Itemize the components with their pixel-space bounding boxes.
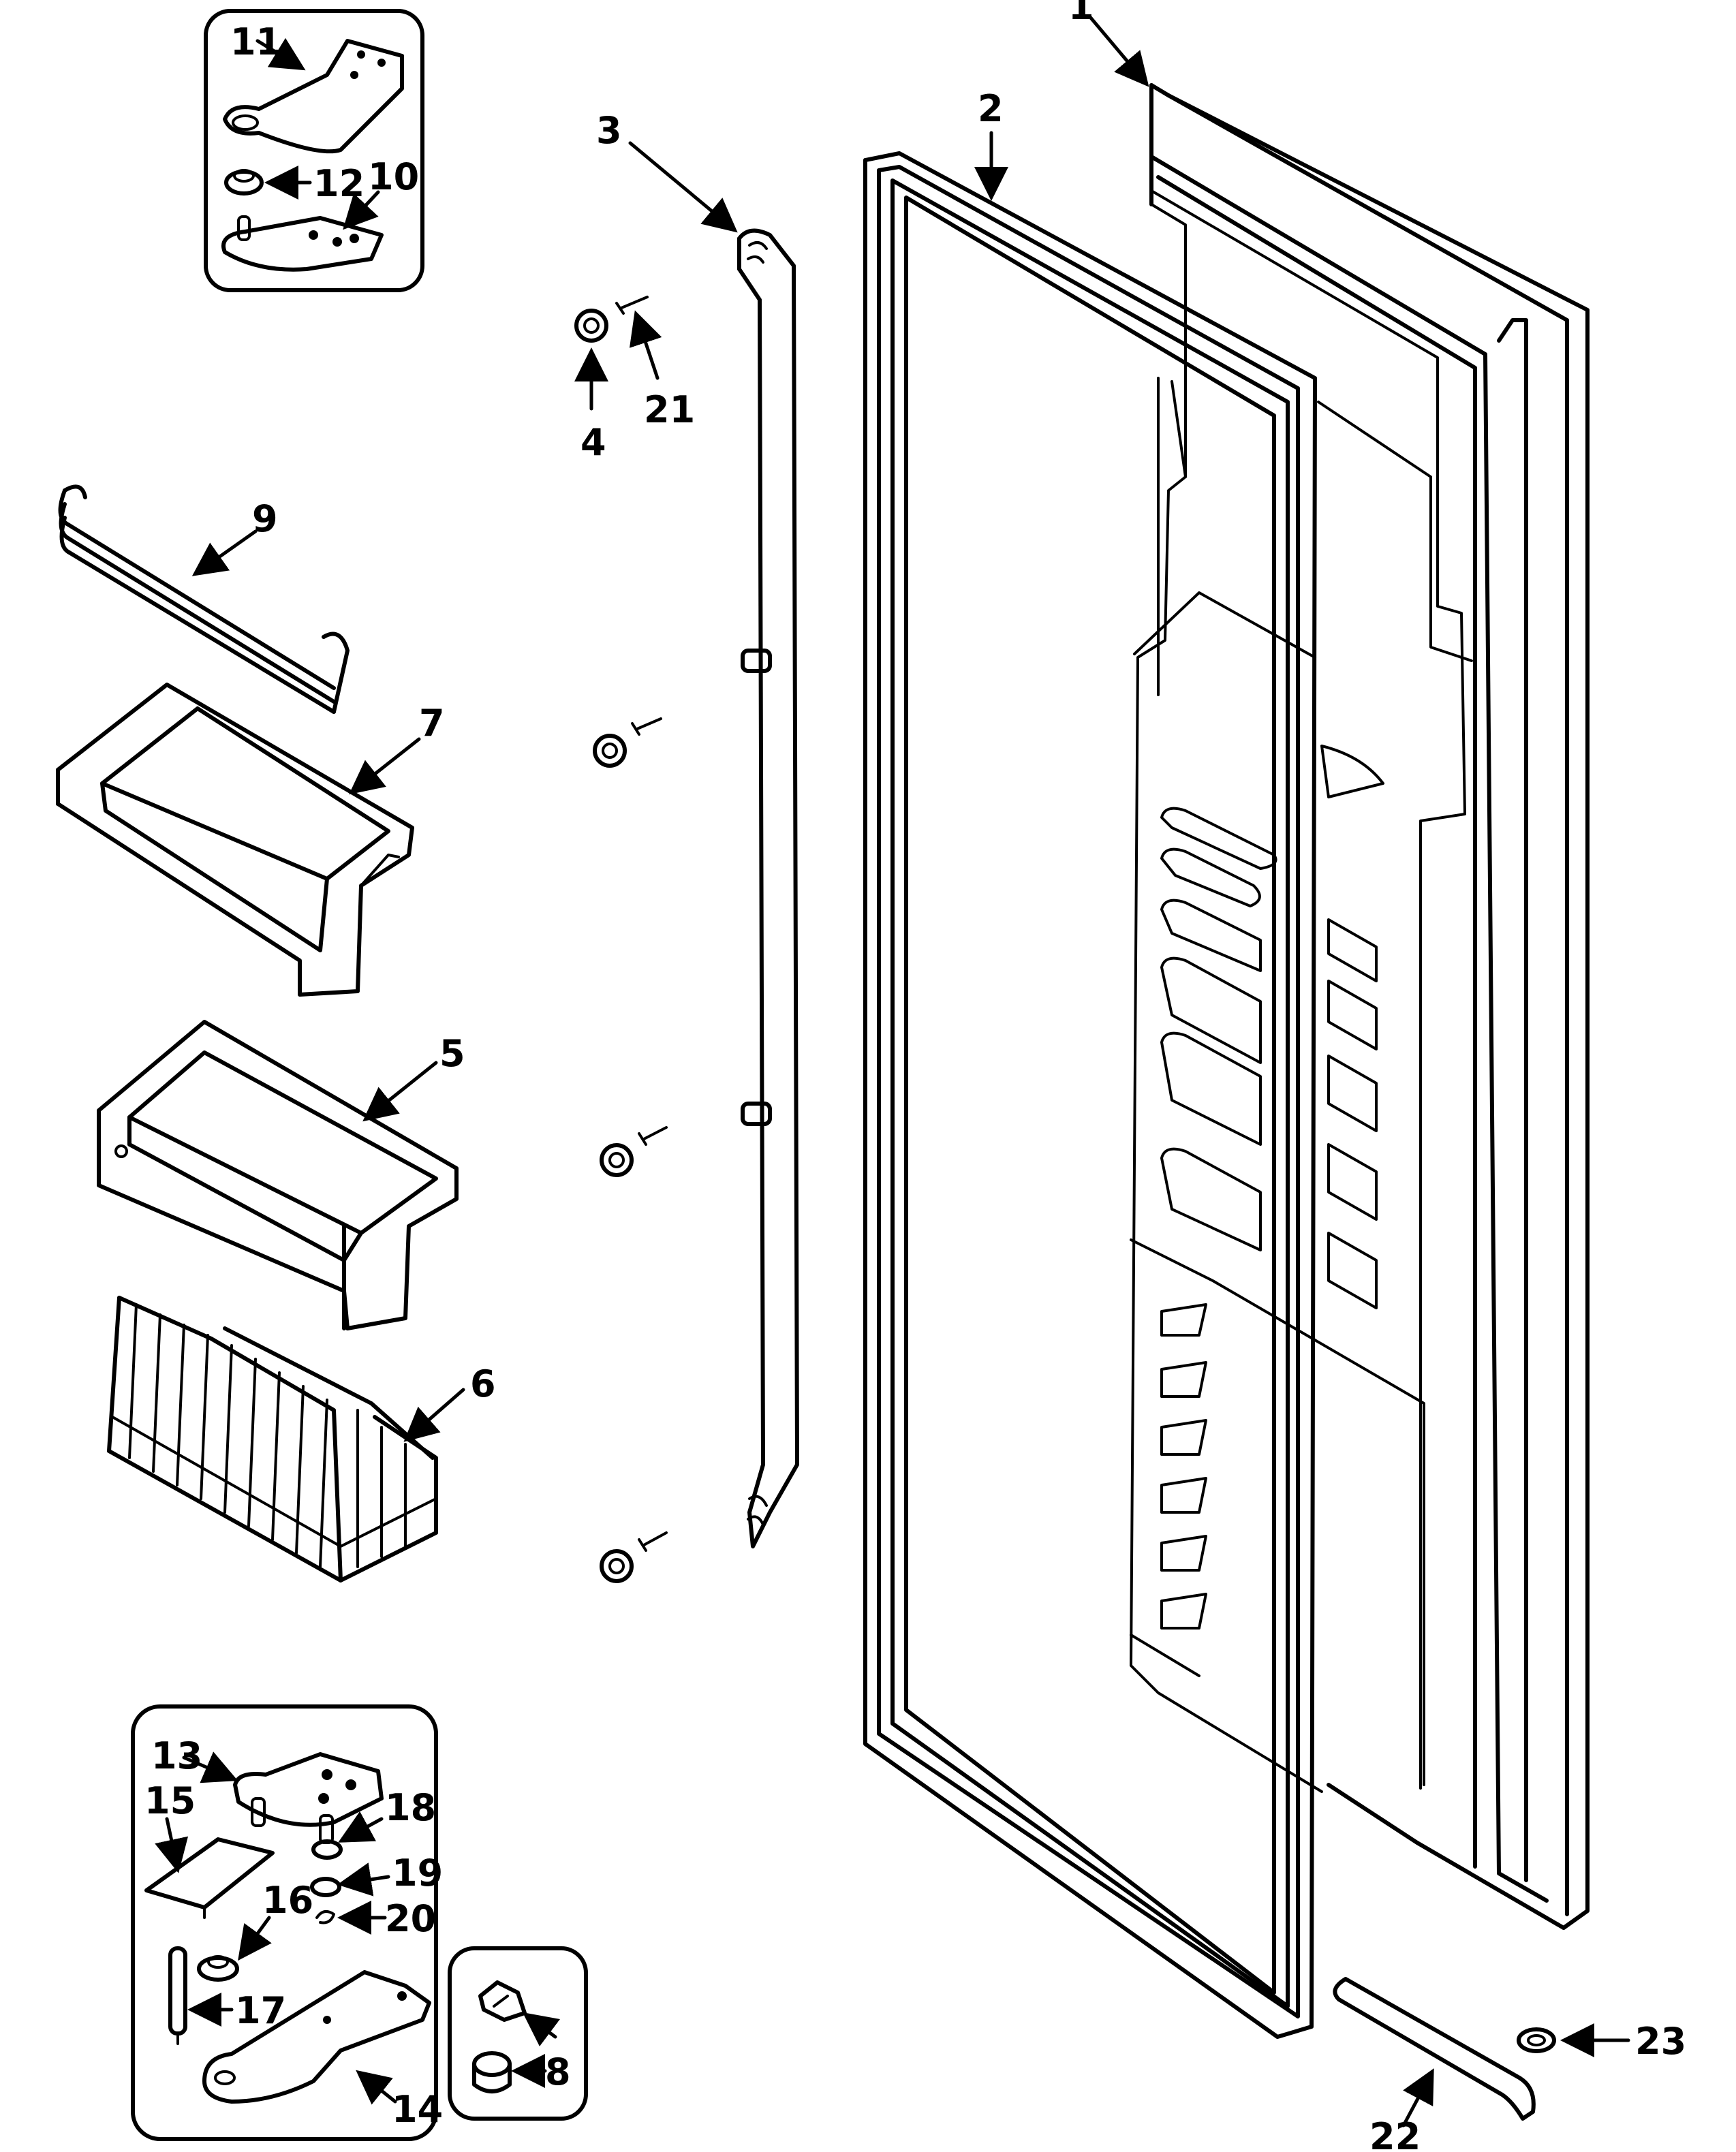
inset-bottom-hinge: 13 15 18 19 20 16 17 (131, 1704, 443, 2141)
fastener-set-4 (600, 1531, 668, 1583)
door-bin-large-part: 7 (56, 683, 445, 997)
label-part-7: 7 (419, 702, 445, 745)
bushing-part (224, 169, 264, 196)
door-handle-part: 3 (596, 109, 799, 1548)
label-part-3: 3 (596, 109, 622, 152)
upper-hinge-part (233, 1752, 384, 1844)
cam-part (478, 1980, 527, 2022)
spacer-part (311, 1839, 343, 1860)
label-part-12: 12 (313, 162, 365, 205)
hinge-plate-part (221, 215, 384, 272)
label-part-10: 10 (368, 155, 419, 198)
tube-part: 22 (1333, 1977, 1536, 2152)
label-part-13: 13 (151, 1734, 202, 1777)
label-part-23: 23 (1635, 2020, 1686, 2063)
door-assembly-part: 1 (1068, 0, 1590, 1930)
label-part-14: 14 (392, 2088, 443, 2131)
door-bin-small-part: 5 (97, 1020, 465, 1330)
hinge-bushing-part (197, 1955, 239, 1982)
washer-part (310, 1877, 341, 1897)
plug-part (472, 2051, 512, 2093)
fastener-set-1: 4 21 (574, 296, 695, 464)
retaining-ring-part (315, 1910, 335, 1924)
inset-top-hinge: 11 12 10 (204, 9, 424, 292)
label-part-21: 21 (644, 388, 695, 431)
door-gasket-part: 2 (863, 87, 1317, 2039)
label-part-11: 11 (230, 20, 281, 63)
label-part-22: 22 (1369, 2115, 1421, 2152)
wire-basket-part: 6 (107, 1296, 496, 1582)
label-part-19: 19 (392, 1852, 443, 1894)
label-part-15: 15 (144, 1779, 196, 1822)
hinge-bracket-part (223, 39, 404, 154)
label-part-1: 1 (1068, 0, 1094, 28)
label-part-18: 18 (385, 1786, 436, 1829)
label-part-6: 6 (470, 1362, 496, 1405)
label-part-4: 4 (580, 421, 606, 464)
label-part-2: 2 (978, 87, 1004, 130)
label-part-20: 20 (385, 1897, 436, 1940)
fastener-set-2 (593, 717, 662, 768)
lower-hinge-part (202, 1970, 431, 2104)
clip-part: 23 (1517, 2020, 1686, 2063)
door-bar-part: 9 (58, 484, 350, 714)
label-part-8: 8 (545, 2050, 571, 2093)
label-part-5: 5 (439, 1032, 465, 1075)
shim-plate-part (144, 1837, 275, 1919)
label-part-9: 9 (252, 497, 278, 540)
inset-part-8: 8 (448, 1946, 588, 2121)
fastener-set-3 (600, 1126, 668, 1177)
hinge-pin-part (168, 1946, 187, 2045)
label-part-16: 16 (262, 1879, 313, 1922)
